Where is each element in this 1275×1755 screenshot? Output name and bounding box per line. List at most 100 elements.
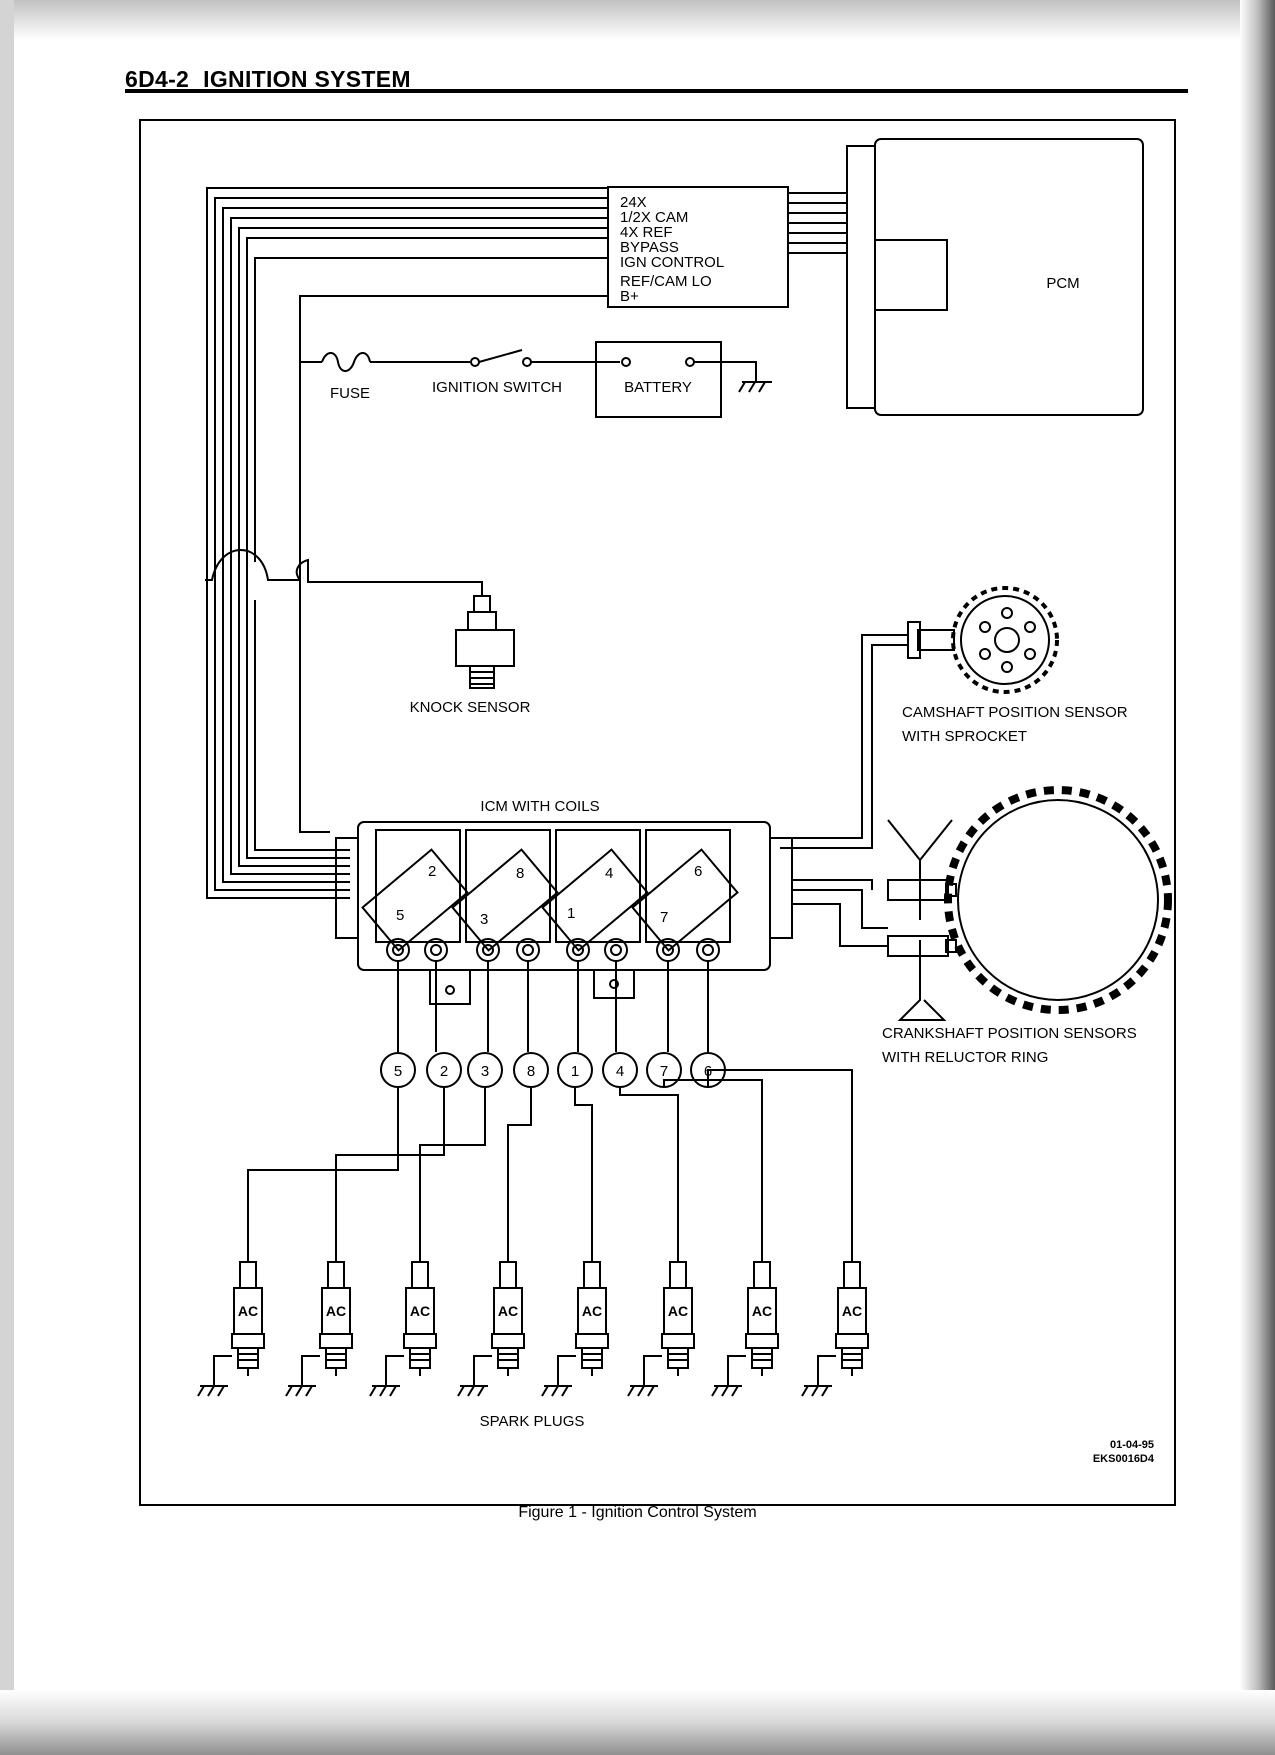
- ignition-switch-contact: [478, 349, 523, 363]
- coil-number-2: 2: [428, 863, 436, 880]
- coil-tower-core-5: [572, 944, 584, 956]
- page-binding-shadow: [1240, 0, 1275, 1755]
- plug-brand-6: AC: [842, 1303, 862, 1319]
- wiring-harness: [206, 187, 608, 899]
- coil-tower-core-2: [430, 944, 442, 956]
- coil-pack-4: [631, 829, 739, 952]
- coil-tower-core-6: [610, 944, 622, 956]
- plug-ground-2: [285, 1355, 320, 1397]
- battery-label: BATTERY: [624, 379, 692, 396]
- spark-plug-1: AC: [541, 1261, 609, 1397]
- ignition-switch-label: IGNITION SWITCH: [432, 379, 562, 396]
- coil-number-8: 8: [516, 865, 524, 882]
- coil-tower-core-7: [662, 944, 674, 956]
- plug-wire-5: [247, 961, 399, 1262]
- firing-order-number-6: 6: [704, 1063, 712, 1080]
- coil-tower-core-3: [482, 944, 494, 956]
- firing-order-number-4: 4: [616, 1063, 624, 1080]
- coil-number-4: 4: [605, 865, 613, 882]
- harness-crossover: [205, 549, 300, 581]
- coil-number-7: 7: [660, 909, 668, 926]
- coil-tower-core-1: [392, 944, 404, 956]
- plug-ground-7: [711, 1355, 746, 1397]
- spark-plugs-label: SPARK PLUGS: [480, 1413, 585, 1430]
- knock-sensor-lead: [295, 558, 483, 596]
- camshaft-position-sensor: CAMSHAFT POSITION SENSOR WITH SPROCKET: [780, 586, 1128, 849]
- crankshaft-label-line1: CRANKSHAFT POSITION SENSORS: [882, 1025, 1137, 1042]
- plug-brand-4: AC: [668, 1303, 688, 1319]
- spark-plug-5: AC: [197, 1261, 265, 1397]
- firing-order-circle-2: [426, 1052, 462, 1088]
- battery-symbol: [595, 341, 722, 418]
- signal-half-x-cam: 1/2X CAM: [620, 209, 688, 226]
- spark-plug-2: AC: [285, 1261, 353, 1397]
- plug-wire-8: [507, 961, 532, 1262]
- firing-order-number-5: 5: [394, 1063, 402, 1080]
- crankshaft-label-line2: WITH RELUCTOR RING: [882, 1049, 1048, 1066]
- signal-bypass: BYPASS: [620, 239, 679, 256]
- firing-order-number-2: 2: [440, 1063, 448, 1080]
- pcm-module: PCM: [846, 138, 1144, 416]
- plug-wire-1: [574, 961, 593, 1262]
- section-title: IGNITION SYSTEM: [203, 66, 411, 92]
- signal-4x-ref: 4X REF: [620, 224, 673, 241]
- plug-wire-4: [615, 961, 679, 1262]
- firing-order-number-3: 3: [481, 1063, 489, 1080]
- plug-brand-2: AC: [326, 1303, 346, 1319]
- page-shadow-left: [0, 0, 14, 1755]
- knock-sensor-label: KNOCK SENSOR: [410, 699, 531, 716]
- coil-tower-core-4: [522, 944, 534, 956]
- plug-wire-6: [707, 961, 853, 1262]
- camshaft-label-line1: CAMSHAFT POSITION SENSOR: [902, 704, 1128, 721]
- firing-order-circle-7: [646, 1052, 682, 1088]
- firing-order-number-7: 7: [660, 1063, 668, 1080]
- plug-ground-6: [801, 1355, 836, 1397]
- firing-order-circle-3: [467, 1052, 503, 1088]
- signal-ref-cam-lo: REF/CAM LO: [620, 273, 712, 290]
- stamp-code: EKS0016D4: [1093, 1453, 1155, 1465]
- coil-pack-3: [541, 829, 649, 952]
- signal-b-plus: B+: [620, 288, 639, 305]
- coil-tower-core-8: [702, 944, 714, 956]
- spark-plug-4: AC: [627, 1261, 695, 1397]
- firing-order-circle-6: [690, 1052, 726, 1088]
- firing-order-circle-8: [513, 1052, 549, 1088]
- coil-number-1: 1: [567, 905, 575, 922]
- coil-pack-1: [361, 829, 469, 952]
- header-rule: [125, 89, 1188, 93]
- plug-ground-3: [369, 1355, 404, 1397]
- knock-sensor: KNOCK SENSOR: [410, 595, 531, 716]
- figure-caption: Figure 1 - Ignition Control System: [518, 1504, 757, 1521]
- power-circuit: FUSE IGNITION SWITCH BATTERY: [300, 341, 772, 418]
- plug-ground-5: [197, 1355, 232, 1397]
- spark-plug-8: AC: [457, 1261, 525, 1397]
- fuse-symbol: [321, 352, 371, 372]
- icm-module: ICM WITH COILS 5 2 3 8 1 4 7 6: [335, 798, 793, 1005]
- plug-wire-7: [663, 961, 763, 1262]
- signal-ign-control: IGN CONTROL: [620, 254, 724, 271]
- firing-order-circle-1: [557, 1052, 593, 1088]
- firing-order-circle-5: [380, 1052, 416, 1088]
- page-shadow-bottom: [0, 1690, 1275, 1755]
- coil-pack-2: [451, 829, 559, 952]
- camshaft-label-line2: WITH SPROCKET: [902, 728, 1027, 745]
- plug-ground-8: [457, 1355, 492, 1397]
- spark-plug-7: AC: [711, 1261, 779, 1397]
- page-header: 6D4-2 IGNITION SYSTEM: [125, 66, 411, 93]
- signal-24x: 24X: [620, 194, 647, 211]
- coil-number-5: 5: [396, 907, 404, 924]
- plug-brand-5: AC: [238, 1303, 258, 1319]
- crankshaft-position-sensors: CRANKSHAFT POSITION SENSORS WITH RELUCTO…: [792, 786, 1172, 1066]
- plug-brand-1: AC: [582, 1303, 602, 1319]
- plug-wire-3: [419, 961, 489, 1262]
- figure-frame: [139, 119, 1176, 1506]
- coil-number-3: 3: [480, 911, 488, 928]
- icm-label: ICM WITH COILS: [480, 798, 599, 815]
- firing-order-number-1: 1: [571, 1063, 579, 1080]
- fuse-label: FUSE: [330, 385, 370, 402]
- page-shadow-top: [0, 0, 1275, 40]
- plug-ground-1: [541, 1355, 576, 1397]
- section-number: 6D4-2: [125, 66, 190, 92]
- spark-plug-3: AC: [369, 1261, 437, 1397]
